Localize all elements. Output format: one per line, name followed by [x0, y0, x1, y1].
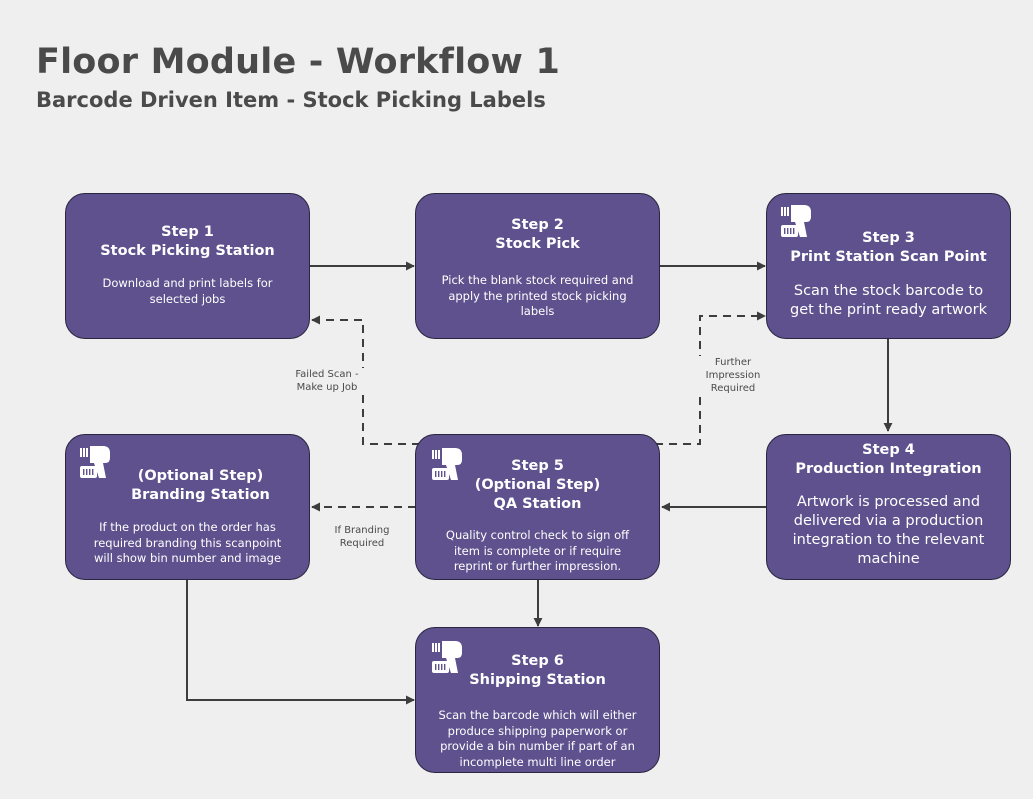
edge-label-failed-scan: Failed Scan - Make up Job: [290, 368, 364, 394]
node-title: Step 3 Print Station Scan Point: [790, 230, 987, 265]
page-subtitle: Barcode Driven Item - Stock Picking Labe…: [36, 88, 546, 112]
barcode-scanner-icon: [80, 446, 110, 478]
node-description: Quality control check to sign off item i…: [445, 528, 630, 573]
node-title: Step 6 Shipping Station: [469, 653, 606, 688]
node-description: Scan the barcode which will either produ…: [438, 708, 637, 769]
node-title: Step 2 Stock Pick: [495, 217, 580, 252]
node-step1-stock-picking-station: Step 1 Stock Picking Station Download an…: [65, 193, 310, 339]
edge-branding-to-step6: [186, 580, 415, 705]
node-step3-print-station-scan-point: Step 3 Print Station Scan Point Scan the…: [766, 193, 1011, 339]
barcode-scanner-icon: [781, 205, 811, 237]
node-description: Artwork is processed and delivered via a…: [792, 494, 985, 567]
node-step6-shipping-station: Step 6 Shipping Station Scan the barcode…: [415, 627, 660, 773]
barcode-scanner-icon: [432, 448, 462, 480]
node-step4-production-integration: Step 4 Production Integration Artwork is…: [766, 434, 1011, 580]
node-description: If the product on the order has required…: [93, 520, 282, 565]
node-description: Pick the blank stock required and apply …: [441, 273, 634, 318]
page-title: Floor Module - Workflow 1: [36, 42, 561, 82]
edge-label-if-branding: If Branding Required: [327, 524, 397, 550]
node-title: (Optional Step) Branding Station: [131, 468, 270, 503]
node-branding-station: (Optional Step) Branding Station If the …: [65, 434, 310, 580]
node-title: Step 4 Production Integration: [795, 442, 982, 477]
node-description: Download and print labels for selected j…: [102, 276, 273, 306]
edge-label-further-impression: Further Impression Required: [697, 356, 769, 395]
node-title: Step 5 (Optional Step) QA Station: [474, 458, 601, 512]
node-description: Scan the stock barcode to get the print …: [790, 283, 987, 318]
node-title: Step 1 Stock Picking Station: [100, 224, 275, 259]
node-step5-qa-station: Step 5 (Optional Step) QA Station Qualit…: [415, 434, 660, 580]
node-step2-stock-pick: Step 2 Stock Pick Pick the blank stock r…: [415, 193, 660, 339]
barcode-scanner-icon: [432, 641, 462, 673]
